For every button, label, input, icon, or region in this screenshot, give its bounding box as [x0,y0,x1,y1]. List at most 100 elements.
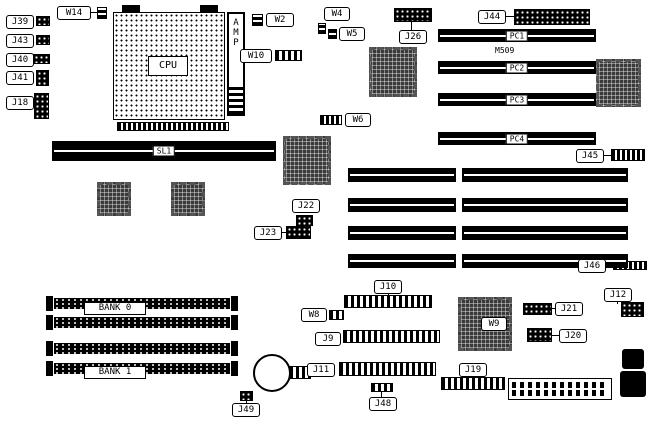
sl1-slot: SL1 [52,141,276,161]
leader-j10 [388,293,389,297]
label-j26: J26 [399,30,427,44]
label-w4: W4 [324,7,350,21]
leader-w14 [91,12,98,13]
j22-connector [296,215,313,226]
label-j45: J45 [576,149,604,163]
j19-connector [441,377,505,390]
j43-connector [36,35,50,45]
j23-connector [286,226,311,239]
leader-j26 [411,22,412,30]
label-w9: W9 [481,317,507,331]
label-j23: J23 [254,226,282,240]
label-j18: J18 [6,96,34,110]
j44-connector [514,9,590,25]
amp-module: AMP [227,12,245,116]
label-w2: W2 [266,13,294,27]
battery [253,354,291,392]
simm-socket-3 [46,341,238,356]
isa-slot-1-left [348,168,456,182]
label-j22: J22 [292,199,320,213]
pc2-slot: PC2 [438,61,596,74]
w14-jumper [97,7,107,19]
j40-connector [33,54,50,64]
j45-connector [611,149,645,161]
sl1-label: SL1 [152,145,176,157]
label-j20: J20 [559,329,587,343]
m509-text: M509 [495,46,515,55]
pc4-label: PC4 [505,133,529,144]
leader-j44 [506,16,515,17]
label-j12: J12 [604,288,632,302]
label-j41: J41 [6,71,34,85]
qfp-chip-small-right [171,182,205,216]
edge-port-lower [620,371,646,397]
label-w5: W5 [339,27,365,41]
label-w14: W14 [57,6,91,20]
pc2-label: PC2 [505,62,529,73]
leader-j49 [246,400,247,404]
cpu-mount-tab-right [200,5,218,13]
qfp-chip-middle [283,136,331,185]
pc1-label: PC1 [505,30,529,41]
j21-connector [523,303,552,315]
isa-slot-3-right [462,226,628,240]
label-j40: J40 [6,53,34,67]
leader-j21 [552,308,556,309]
pin-header-block [508,378,612,400]
j9-connector [343,330,440,343]
label-j10: J10 [374,280,402,294]
isa-slot-4-left [348,254,456,268]
bank1-label: BANK 1 [84,366,146,379]
label-j9: J9 [315,332,341,346]
pc4-slot: PC4 [438,132,596,145]
label-j46: J46 [578,259,606,273]
label-j11: J11 [307,363,335,377]
label-w10: W10 [240,49,272,63]
leader-j20 [552,335,560,336]
j39-connector [36,16,50,26]
j11-connector [339,362,436,376]
label-j48: J48 [369,397,397,411]
label-j19: J19 [459,363,487,377]
label-w6: W6 [345,113,371,127]
bank0-label: BANK 0 [84,302,146,315]
label-j44: J44 [478,10,506,24]
isa-slot-3-left [348,226,456,240]
label-j21: J21 [555,302,583,316]
w10-connector [275,50,302,61]
amp-label: AMP [231,18,241,48]
leader-j12 [617,301,618,304]
cpu-clip-bar [117,122,229,131]
label-w8: W8 [301,308,327,322]
leader-j46 [606,265,614,266]
j20-connector [527,328,552,342]
w2-jumper [252,14,263,26]
qfp-chip-small-left [97,182,131,216]
leader-j45 [604,155,612,156]
isa-slot-2-right [462,198,628,212]
leader-j23 [282,232,287,233]
w5-jumper [328,29,337,39]
j26-connector [394,8,432,22]
qfp-chip-top-right [596,59,641,107]
qfp-chip-top-middle [369,47,417,97]
cpu-mount-tab-left [122,5,140,13]
pc3-slot: PC3 [438,93,596,106]
w4-jumper [318,23,326,34]
w8-jumper [329,310,344,320]
j48-connector [371,383,393,392]
isa-slot-2-left [348,198,456,212]
j18-connector [34,93,49,119]
edge-port-upper [622,349,644,369]
leader-j48 [381,391,382,398]
j41-connector [36,70,49,86]
label-j39: J39 [6,15,34,29]
cpu-label: CPU [148,56,188,76]
isa-slot-1-right [462,168,628,182]
pc3-label: PC3 [505,94,529,105]
label-j43: J43 [6,34,34,48]
label-j49: J49 [232,403,260,417]
simm-socket-2 [46,315,238,330]
pc1-slot: PC1 [438,29,596,42]
